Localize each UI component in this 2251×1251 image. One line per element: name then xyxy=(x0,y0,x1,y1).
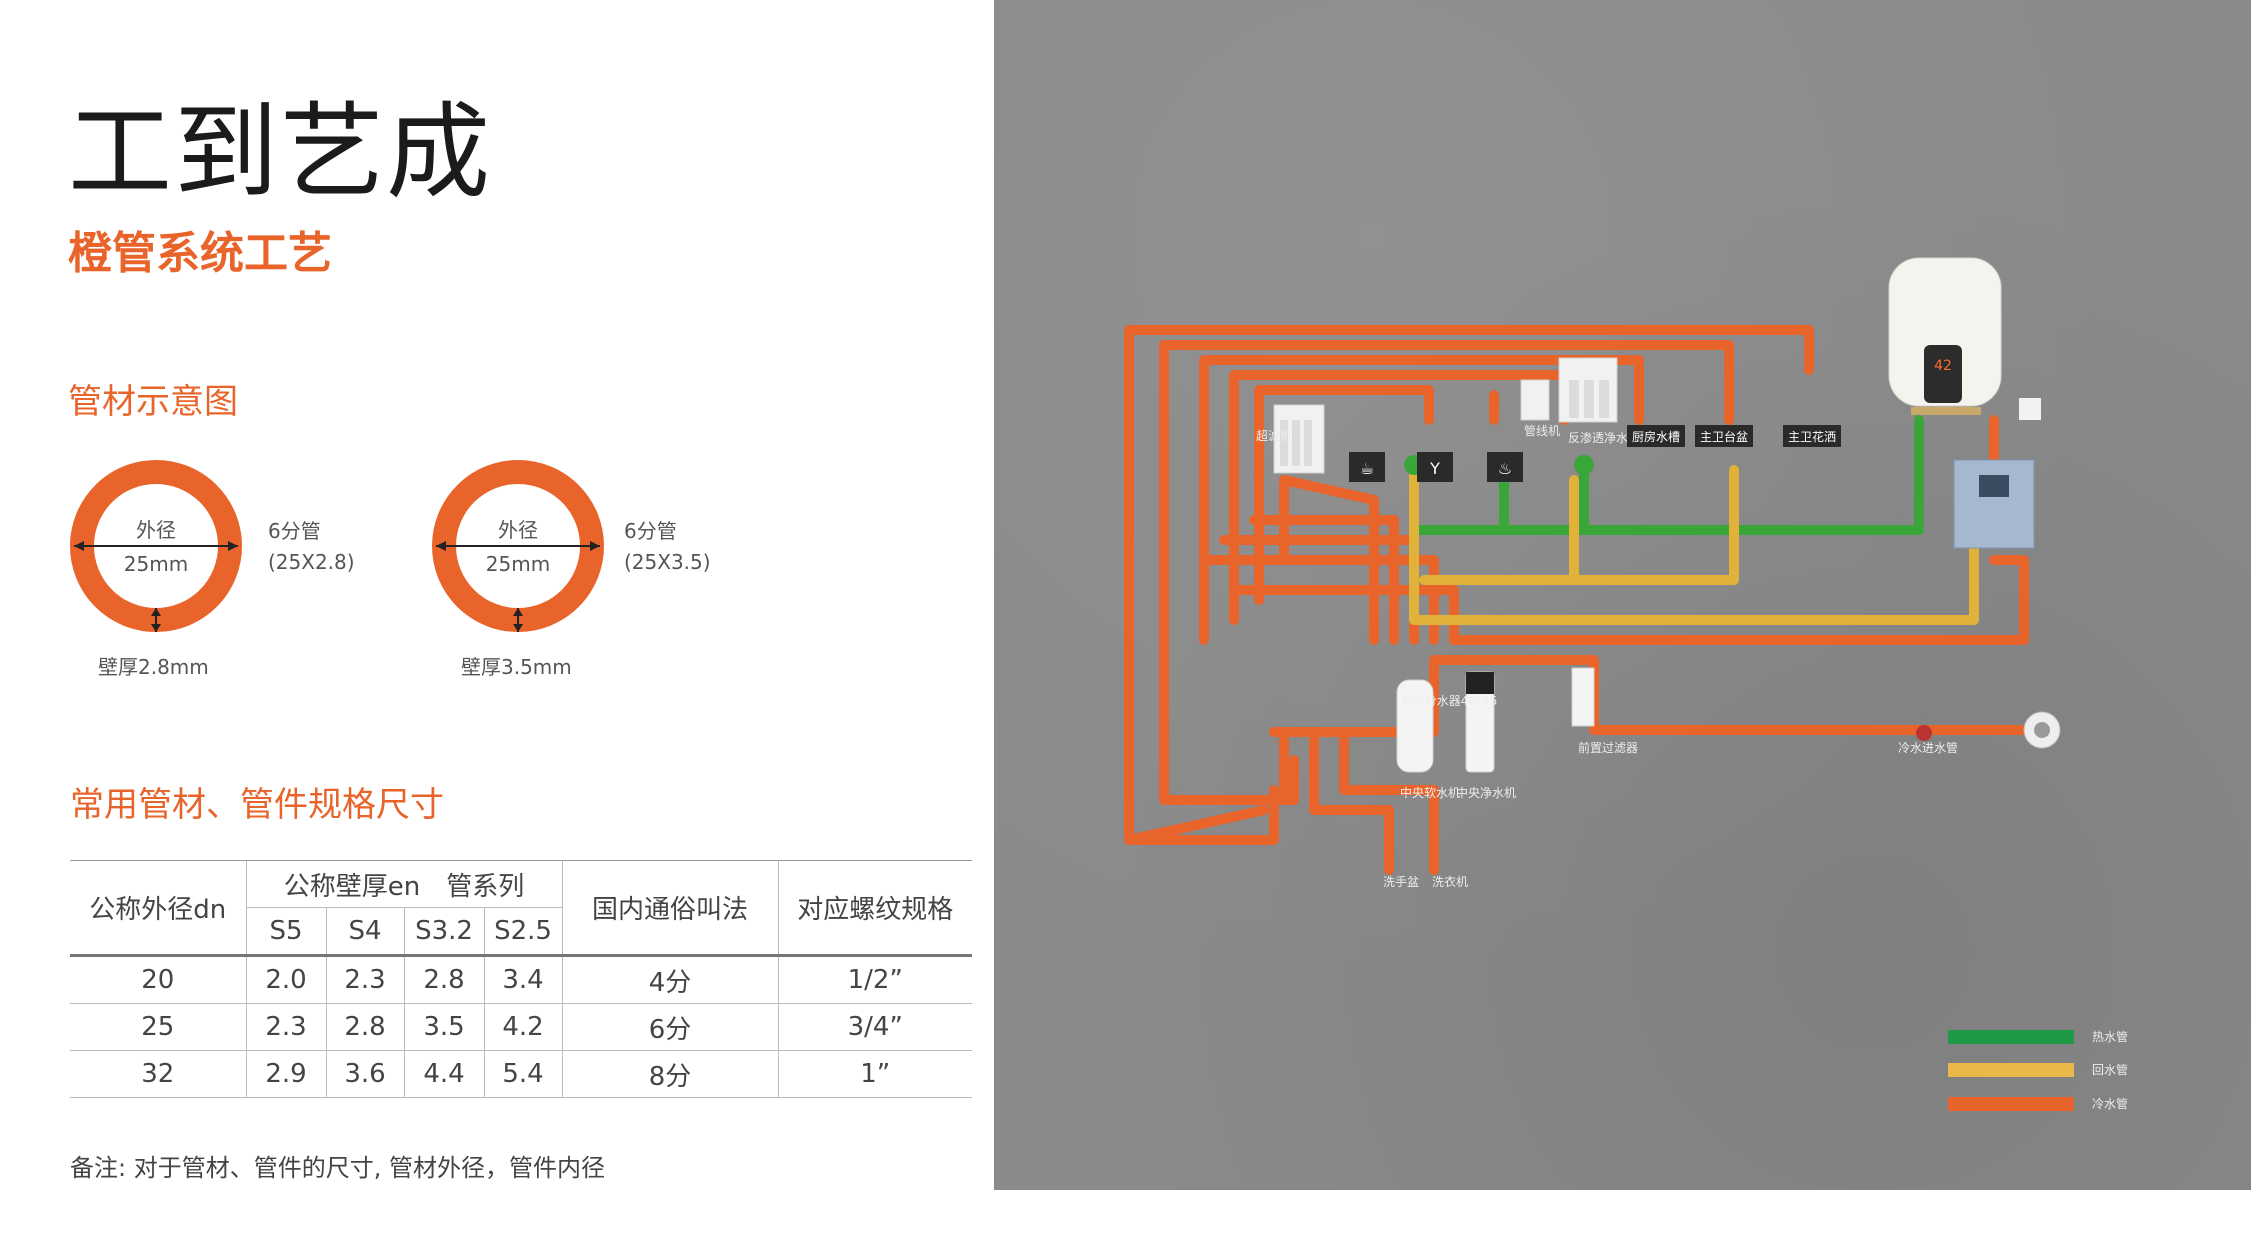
fixture-tags: 厨房水槽 主卫台盆 主卫花洒 xyxy=(1627,425,1841,447)
water-meter xyxy=(2023,711,2061,749)
cell-s25: 4.2 xyxy=(483,1003,562,1051)
footnote: 备注: 对于管材、管件的尺寸, 管材外径，管件内径 xyxy=(70,1154,605,1182)
central-softener: 中央软水机 xyxy=(1396,679,1460,800)
pipe-ring-1-arrows xyxy=(74,541,238,632)
cell-s5: 2.9 xyxy=(245,1050,326,1098)
pipe-1-name-text: 6分管 xyxy=(268,519,321,543)
col-s32: S3.2 xyxy=(403,907,484,957)
legend-swatch-hot xyxy=(1948,1030,2074,1044)
heater-display: 42 xyxy=(1934,358,1952,374)
pipe-2-name: 6分管 (25X3.5) xyxy=(624,516,711,578)
cell-dn: 32 xyxy=(70,1050,246,1098)
return-water-pipes xyxy=(1409,465,1979,625)
cell-common: 6分 xyxy=(561,1003,778,1051)
cold-valve-label: 冷水进水管 xyxy=(1898,740,1958,755)
ring-outer-label: 外径 xyxy=(498,518,538,542)
prefilter-label: 前置过滤器 xyxy=(1578,740,1638,755)
cell-common: 4分 xyxy=(561,955,778,1004)
washer-label: 洗衣机 xyxy=(1432,874,1468,889)
spec-table: 公称外径dn 公称壁厚en 管系列 国内通俗叫法 对应螺纹规格 S5 S4 S3… xyxy=(70,860,972,1098)
pipe-2-wall: 壁厚3.5mm xyxy=(461,655,572,679)
plumbing-svg: 42 超滤机 反渗透净水机 管线机 xyxy=(1124,257,2128,1111)
ultra-filter-label: 超滤机 xyxy=(1256,428,1292,443)
cell-s4: 2.8 xyxy=(325,1003,404,1051)
bath-counter-tag: 主卫台盆 xyxy=(1700,429,1748,444)
col-wall-group: 公称壁厚en 管系列 xyxy=(245,860,562,908)
cell-s32: 2.8 xyxy=(403,955,484,1004)
ro-purifier: 反渗透净水机 xyxy=(1558,357,1640,445)
table-row: 32 2.9 3.6 4.4 5.4 8分 1” xyxy=(70,1050,972,1098)
page-title: 工到艺成 xyxy=(68,91,493,213)
pipe-ring-1: 外径 25mm xyxy=(70,460,242,632)
kitchen-sink-tag: 厨房水槽 xyxy=(1632,429,1680,444)
legend-swatch-cold xyxy=(1948,1097,2074,1111)
ultra-filter-machine: 超滤机 xyxy=(1256,404,1325,474)
col-common: 国内通俗叫法 xyxy=(561,860,778,957)
cell-thread: 1/2” xyxy=(777,955,972,1004)
ro-purifier-label: 反渗透净水机 xyxy=(1568,430,1640,445)
spec-table-heading: 常用管材、管件规格尺寸 xyxy=(70,785,444,825)
manifold-label: PPR分水器40*25 xyxy=(1402,694,1497,708)
cell-thread: 1” xyxy=(777,1050,972,1098)
cell-common: 8分 xyxy=(561,1050,778,1098)
cell-s32: 4.4 xyxy=(403,1050,484,1098)
col-thread: 对应螺纹规格 xyxy=(777,860,972,957)
cell-s25: 5.4 xyxy=(483,1050,562,1098)
col-s25: S2.5 xyxy=(483,907,562,957)
cell-thread: 3/4” xyxy=(777,1003,972,1051)
pre-filter: 前置过滤器 xyxy=(1571,667,1638,755)
cup-icon: ☕ xyxy=(1360,459,1374,478)
cell-s32: 3.5 xyxy=(403,1003,484,1051)
pipe-2-spec-text: (25X3.5) xyxy=(624,550,711,574)
outlet-icons: ☕ Y ♨ xyxy=(1349,452,1523,482)
cell-s4: 3.6 xyxy=(325,1050,404,1098)
pipe-2-name-text: 6分管 xyxy=(624,519,677,543)
ring-size-label: 25mm xyxy=(123,552,189,576)
pipe-1-spec-text: (25X2.8) xyxy=(268,550,355,574)
pipe-1-wall: 壁厚2.8mm xyxy=(98,655,209,679)
legend: 热水管 回水管 冷水管 xyxy=(1948,1029,2128,1111)
table-row: 20 2.0 2.3 2.8 3.4 4分 1/2” xyxy=(70,955,972,1004)
col-s4: S4 xyxy=(325,907,404,957)
water-heater: 42 xyxy=(1888,257,2002,415)
softener-label: 中央软水机 xyxy=(1400,785,1460,800)
ring-size-label: 25mm xyxy=(485,552,551,576)
wall-plumbing-diagram: 42 超滤机 反渗透净水机 管线机 xyxy=(994,0,2251,1190)
pipe-ring-2-arrows xyxy=(436,541,600,632)
col-dn: 公称外径dn xyxy=(70,860,246,957)
page-subtitle: 橙管系统工艺 xyxy=(68,228,332,279)
pipeline-machine: 管线机 xyxy=(1520,379,1560,438)
cold-inlet-valve: 冷水进水管 xyxy=(1898,725,1958,755)
legend-swatch-return xyxy=(1948,1063,2074,1077)
pipe-diagram-heading: 管材示意图 xyxy=(68,382,238,422)
cell-dn: 20 xyxy=(70,955,246,1004)
legend-label-return: 回水管 xyxy=(2092,1062,2128,1077)
thermostat-box xyxy=(1953,398,2041,549)
pipe-ring-2: 外径 25mm xyxy=(432,460,604,632)
glass-icon: Y xyxy=(1429,459,1440,478)
cell-s4: 2.3 xyxy=(325,955,404,1004)
legend-label-cold: 冷水管 xyxy=(2092,1096,2128,1111)
cell-s25: 3.4 xyxy=(483,955,562,1004)
shower-tag: 主卫花洒 xyxy=(1788,429,1836,444)
cell-s5: 2.0 xyxy=(245,955,326,1004)
central-purifier: 中央净水机 xyxy=(1456,671,1516,800)
water-drop-icon: ♨ xyxy=(1498,459,1512,478)
ring-outer-label: 外径 xyxy=(136,518,176,542)
col-s5: S5 xyxy=(245,907,326,957)
legend-label-hot: 热水管 xyxy=(2092,1029,2128,1044)
cell-s5: 2.3 xyxy=(245,1003,326,1051)
pipeline-machine-label: 管线机 xyxy=(1524,423,1560,438)
washbasin-label: 洗手盆 xyxy=(1383,875,1419,889)
table-row: 25 2.3 2.8 3.5 4.2 6分 3/4” xyxy=(70,1003,972,1051)
cell-dn: 25 xyxy=(70,1003,246,1051)
purifier-label: 中央净水机 xyxy=(1456,785,1516,800)
pipe-1-name: 6分管 (25X2.8) xyxy=(268,516,355,578)
